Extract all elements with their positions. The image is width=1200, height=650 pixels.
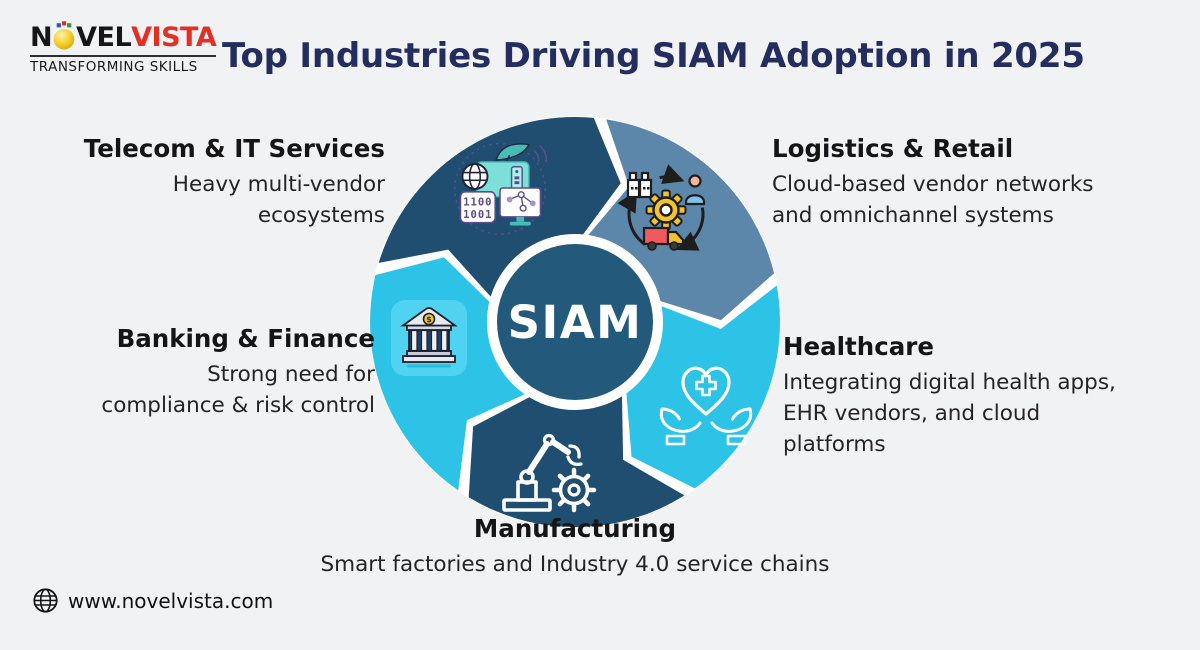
gear-icon	[645, 189, 687, 231]
logo-text-vista: VISTA	[131, 22, 217, 53]
wheel-segment-manufacturing	[468, 396, 685, 528]
industry-telecom-title: Telecom & IT Services	[83, 134, 385, 163]
logo-pixel-blue	[56, 23, 62, 28]
industry-banking-desc: Strong need for compliance & risk contro…	[101, 362, 375, 418]
binary-code-card	[459, 191, 496, 224]
cycle-arrow	[659, 164, 685, 185]
logo-wordmark: N VEL VISTA	[30, 21, 217, 53]
industry-logistics-block: Logistics & Retail Cloud-based vendor ne…	[772, 134, 1093, 231]
bank-building-icon: $	[400, 307, 458, 363]
cycle-arrow	[617, 190, 646, 246]
medical-cross-icon	[695, 374, 717, 397]
claw	[566, 444, 583, 466]
industry-telecom-desc: Heavy multi-vendor ecosystems	[172, 172, 385, 228]
coin-symbol: $	[426, 315, 432, 324]
banking-finance-icon: $	[391, 300, 467, 376]
industry-logistics-desc: Cloud-based vendor networks and omnichan…	[772, 172, 1094, 228]
industry-manufacturing-block: Manufacturing Smart factories and Indust…	[321, 514, 830, 580]
logo-text-vel: VEL	[76, 22, 132, 53]
globe-icon	[33, 588, 58, 613]
telecom-it-icon: 1100 1001	[442, 134, 558, 240]
novelvista-logo: N VEL VISTA TRANSFORMING SKILLS	[30, 21, 217, 76]
footer-website: www.novelvista.com	[32, 587, 273, 614]
logo-globe-ball-icon	[53, 21, 75, 50]
healthcare-icon	[654, 352, 758, 450]
satellite-dish-icon	[495, 143, 531, 161]
wheel-segment-healthcare	[626, 285, 780, 489]
right-hand-icon	[710, 407, 753, 446]
binary-line-2: 1001	[463, 209, 492, 221]
industry-healthcare-block: Healthcare Integrating digital health ap…	[783, 332, 1116, 460]
signal-arc	[533, 149, 540, 163]
gear-outline-icon	[551, 467, 597, 513]
globe-icon	[461, 162, 489, 190]
siam-hub-circle	[497, 244, 653, 400]
signal-arc	[538, 144, 548, 163]
robot-arm-icon	[502, 433, 583, 512]
industry-telecom-block: Telecom & IT Services Heavy multi-vendor…	[84, 134, 385, 231]
logo-text-n: N	[30, 22, 53, 53]
manufacturing-icon	[488, 424, 600, 516]
industry-manufacturing-title: Manufacturing	[473, 514, 677, 543]
industry-banking-block: Banking & Finance Strong need for compli…	[101, 324, 375, 421]
logo-ball	[53, 29, 75, 50]
left-hand-icon	[659, 407, 702, 446]
dashed-ring	[453, 142, 547, 235]
truck-icon	[642, 226, 685, 251]
logistics-retail-icon	[610, 162, 722, 262]
industry-banking-title: Banking & Finance	[116, 324, 375, 353]
industry-manufacturing-desc: Smart factories and Industry 4.0 service…	[320, 552, 830, 577]
logo-pixel-red	[62, 21, 67, 26]
person-icon	[688, 174, 702, 188]
siam-hub-label: SIAM	[508, 296, 643, 349]
dollar-coin-icon	[422, 312, 436, 326]
industry-logistics-title: Logistics & Retail	[772, 134, 1014, 163]
page-title: Top Industries Driving SIAM Adoption in …	[222, 36, 1085, 76]
logo-pixel-green	[67, 23, 72, 28]
binary-line-1: 1100	[463, 196, 492, 208]
logo-tagline: TRANSFORMING SKILLS	[30, 59, 198, 76]
industry-healthcare-title: Healthcare	[783, 332, 934, 361]
logo-divider	[30, 54, 217, 57]
cycle-arrow	[676, 207, 705, 251]
website-url: www.novelvista.com	[68, 588, 274, 613]
industry-healthcare-desc: Integrating digital health apps, EHR ven…	[783, 370, 1116, 457]
